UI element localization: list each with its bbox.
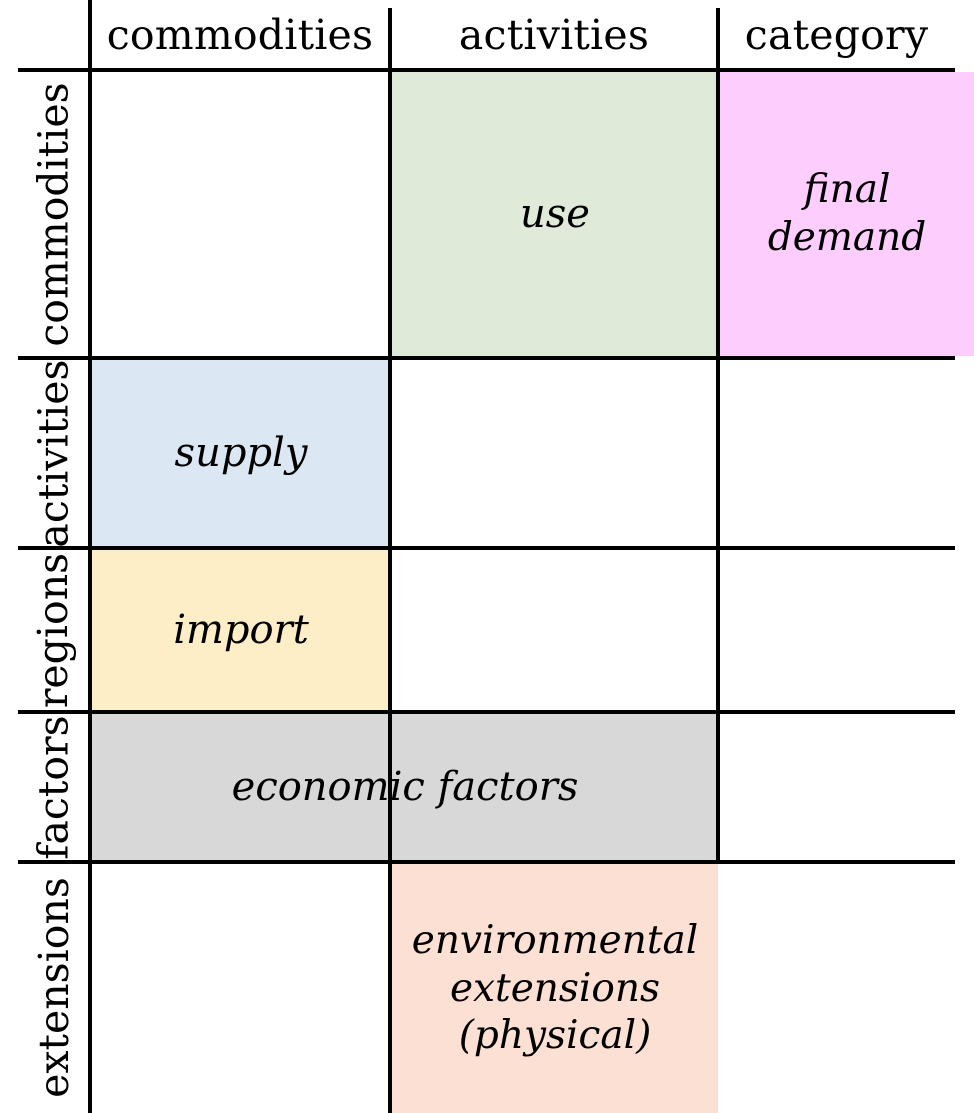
cell-supply: supply xyxy=(92,360,390,546)
row-label-factors: factors xyxy=(18,712,90,862)
column-header-row: commodities activities category xyxy=(0,0,974,70)
cell-import: import xyxy=(92,550,390,710)
row-label-activities: activities xyxy=(18,358,90,548)
row-label-commodities: commodities xyxy=(18,70,90,358)
cell-supply-label: supply xyxy=(174,429,308,476)
cell-import-label: import xyxy=(173,606,309,653)
cell-final-demand-line-1: final xyxy=(803,167,891,213)
cell-economic-factors-label: economic factors xyxy=(231,763,579,810)
cell-final-demand: final demand xyxy=(720,72,974,356)
row-label-regions: regions xyxy=(18,548,90,712)
row-label-regions-text: regions xyxy=(29,552,78,708)
row-label-extensions: extensions xyxy=(18,862,90,1113)
column-header-category: category xyxy=(744,11,929,59)
rule-commodities-activities xyxy=(18,356,955,360)
rule-regions-factors xyxy=(18,710,955,714)
cell-environmental-extensions: environmental extensions (physical) xyxy=(392,864,718,1113)
row-label-extensions-text: extensions xyxy=(29,877,78,1098)
rule-commodities-activities-col xyxy=(388,8,392,1113)
row-label-activities-text: activities xyxy=(29,358,78,548)
rule-factors-extensions xyxy=(18,860,955,864)
cell-final-demand-line-2: demand xyxy=(767,215,927,260)
row-label-factors-text: factors xyxy=(29,714,78,860)
rule-header-bottom xyxy=(18,68,955,72)
cell-environmental-extensions-line-3: (physical) xyxy=(458,1013,652,1059)
rule-row-label-divider xyxy=(88,0,92,1113)
cell-environmental-extensions-line-1: environmental xyxy=(411,918,699,964)
cell-use-label: use xyxy=(520,190,590,237)
column-header-commodities: commodities xyxy=(106,11,374,59)
column-header-activities: activities xyxy=(458,11,650,59)
cell-economic-factors: economic factors xyxy=(92,714,718,860)
row-label-commodities-text: commodities xyxy=(29,81,78,347)
cell-environmental-extensions-line-2: extensions xyxy=(449,965,661,1011)
cell-use: use xyxy=(392,72,718,356)
rule-activities-category-col xyxy=(716,8,720,862)
rule-activities-regions xyxy=(18,546,955,550)
